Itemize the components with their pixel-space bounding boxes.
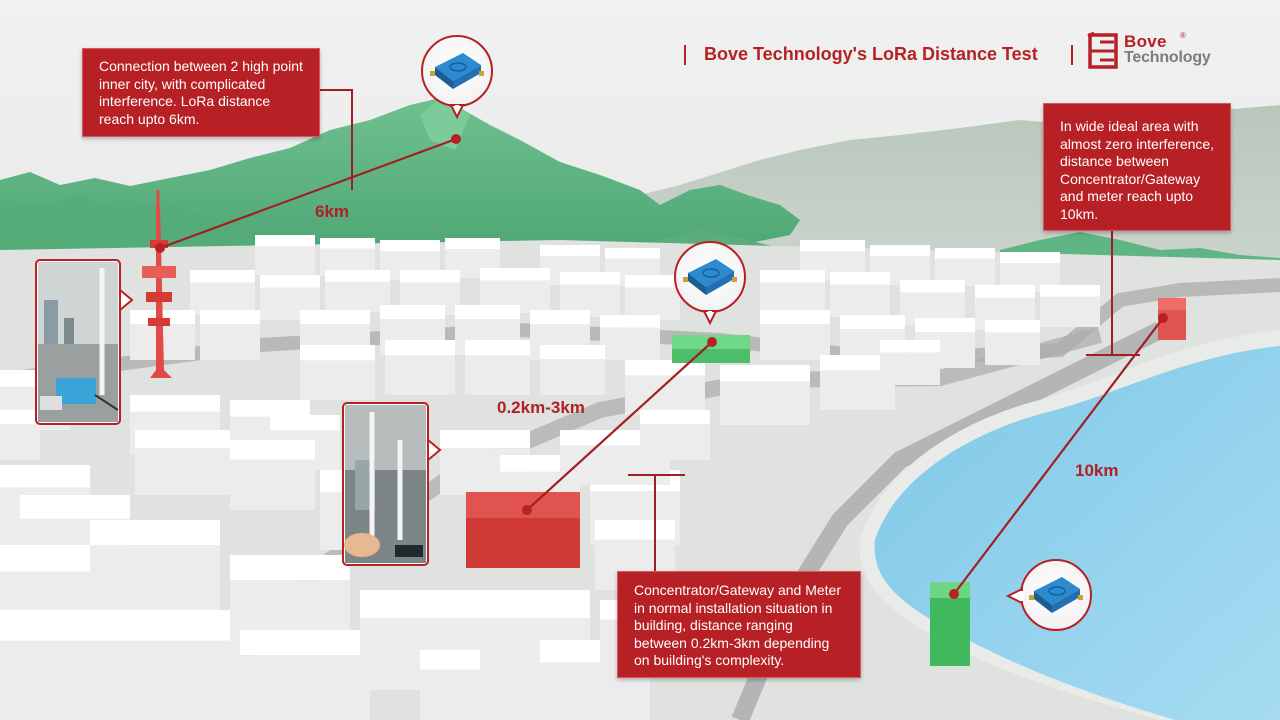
callout-6km: Connection between 2 high point inner ci…	[82, 48, 320, 137]
bove-logo-icon	[1087, 31, 1118, 69]
header-divider-left	[684, 45, 686, 65]
brand-registered-mark: ®	[1180, 31, 1186, 40]
lora-module-icon	[1005, 559, 1092, 631]
callout-10km: In wide ideal area with almost zero inte…	[1043, 103, 1231, 231]
brand-name-line1: Bove	[1124, 32, 1167, 51]
distance-label-10km: 10km	[1075, 461, 1119, 480]
lora-module-icon	[674, 241, 746, 326]
header-divider-right	[1071, 45, 1073, 65]
callout-short-range: Concentrator/Gateway and Meter in normal…	[617, 571, 861, 678]
photo-handheld-antenna	[342, 402, 442, 566]
lora-module-icon	[421, 35, 493, 120]
header-title: Bove Technology's LoRa Distance Test	[704, 44, 1038, 64]
photo-rooftop-antenna	[35, 259, 134, 425]
distance-label-short-range: 0.2km-3km	[497, 398, 585, 417]
distance-label-6km: 6km	[315, 202, 350, 221]
brand-name-line2: Technology	[1124, 49, 1211, 66]
red-meter-building	[466, 492, 580, 568]
